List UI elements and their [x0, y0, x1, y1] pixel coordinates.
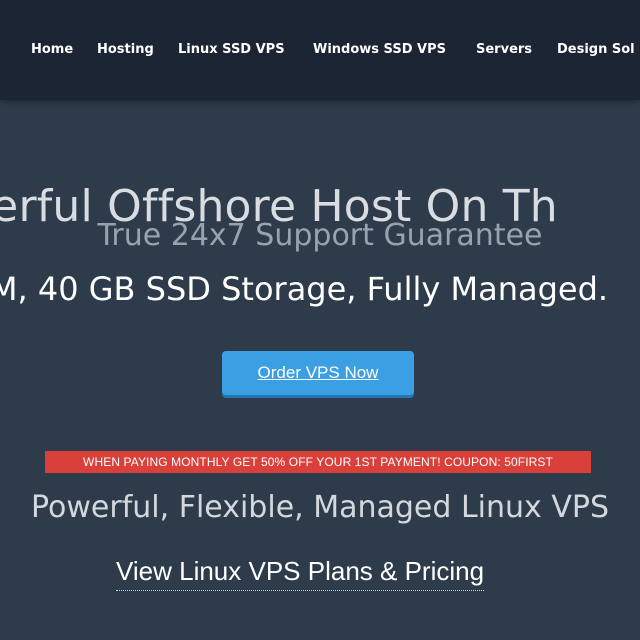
promo-banner: WHEN PAYING MONTHLY GET 50% OFF YOUR 1ST… — [45, 451, 591, 473]
nav-item-linux-ssd-vps[interactable]: Linux SSD VPS — [178, 42, 285, 57]
nav-item-hosting[interactable]: Hosting — [97, 42, 154, 57]
top-navbar: Home Hosting Linux SSD VPS Windows SSD V… — [0, 0, 640, 100]
hero-headline: werful Offshore Host On Th — [0, 181, 558, 233]
nav-item-home[interactable]: Home — [31, 42, 74, 57]
nav-item-servers[interactable]: Servers — [476, 42, 533, 57]
nav-item-design-solutions[interactable]: Design Sol — [557, 42, 635, 57]
view-plans-link[interactable]: View Linux VPS Plans & Pricing — [116, 556, 485, 591]
hero-tagline: Powerful, Flexible, Managed Linux VPS — [31, 490, 609, 525]
order-vps-button[interactable]: Order VPS Now — [222, 351, 414, 395]
hero-features: AM, 40 GB SSD Storage, Fully Managed. — [0, 270, 609, 308]
hero-subheadline: True 24x7 Support Guarantee — [97, 218, 543, 253]
nav-item-windows-ssd-vps[interactable]: Windows SSD VPS — [313, 42, 446, 57]
